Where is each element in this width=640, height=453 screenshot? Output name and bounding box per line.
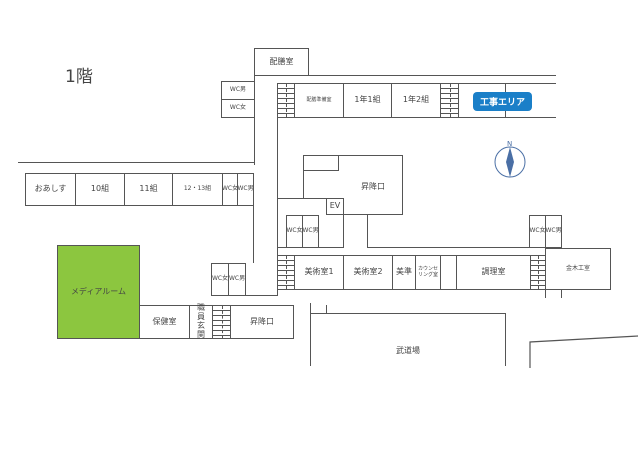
stairs [530, 255, 546, 290]
room-art-1: 美術室1 [294, 255, 344, 290]
room-blank [440, 255, 457, 290]
staff-entrance: 職員玄関 [189, 303, 213, 339]
svg-text:N: N [507, 140, 512, 148]
stairs [212, 305, 231, 339]
room-10: 10組 [75, 173, 125, 206]
room-1-2: 1年2組 [391, 83, 441, 118]
room-counseling: カウンセリング室 [415, 255, 441, 290]
room-11: 11組 [124, 173, 173, 206]
room-12-13: 12・13組 [172, 173, 223, 206]
stairs [277, 255, 295, 290]
room-health: 保健室 [139, 305, 190, 339]
entrance-south: 昇降口 [230, 305, 294, 339]
construction-area-badge: 工事エリア [473, 92, 533, 111]
room-woodwork: 金木工室 [545, 248, 611, 290]
boundary-line [529, 335, 639, 368]
room-haizen: 配膳室 [254, 48, 309, 76]
elevator: EV [326, 198, 344, 215]
stairs [440, 83, 459, 118]
room-blank [303, 155, 339, 171]
room-haizen-prep: 配膳準備室 [294, 83, 344, 118]
room-media: メディアルーム [57, 245, 140, 339]
room-budojo: 武道場 [396, 346, 420, 355]
compass-icon: N [494, 140, 526, 178]
stairs [277, 83, 295, 118]
room-1-1: 1年1組 [343, 83, 392, 118]
room-oasis: おあしす [25, 173, 76, 206]
room-art-prep: 美準 [392, 255, 416, 290]
room-art-2: 美術室2 [343, 255, 393, 290]
floor-title: 1階 [65, 67, 93, 87]
room-cooking: 調理室 [456, 255, 531, 290]
